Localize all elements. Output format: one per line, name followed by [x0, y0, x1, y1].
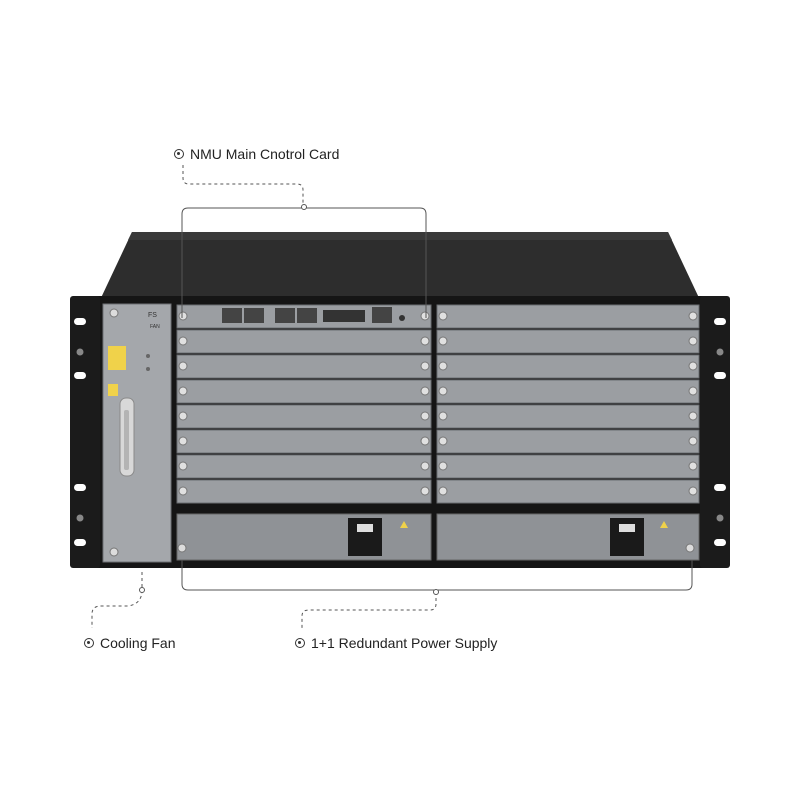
power-socket [348, 518, 382, 556]
thumbscrew-icon [688, 461, 698, 471]
thumbscrew-icon [178, 361, 188, 371]
thumbscrew-icon [178, 311, 188, 321]
slot-card [436, 379, 700, 404]
thumbscrew-icon [438, 436, 448, 446]
thumbscrew-icon [438, 461, 448, 471]
slot-card [436, 354, 700, 379]
thumbscrew-icon [438, 411, 448, 421]
fan-label: FAN [150, 324, 160, 330]
slot-card [436, 429, 700, 454]
thumbscrew-icon [420, 461, 430, 471]
thumbscrew-icon [420, 361, 430, 371]
power-supply-left [176, 513, 432, 561]
thumbscrew-icon [178, 386, 188, 396]
thumbscrew-icon [438, 336, 448, 346]
thumbscrew-icon [438, 361, 448, 371]
callout-cooling-fan: Cooling Fan [84, 635, 176, 651]
thumbscrew-icon [688, 336, 698, 346]
right-card-column [436, 304, 700, 504]
callout-nmu-main-control-card: NMU Main Cnotrol Card [174, 146, 339, 162]
nmu-leader [182, 165, 304, 205]
slot-card [436, 329, 700, 354]
slot-card [176, 329, 432, 354]
thumbscrew-icon [178, 411, 188, 421]
thumbscrew-icon [178, 336, 188, 346]
slot-card [176, 379, 432, 404]
chassis-top [100, 232, 700, 300]
slot-card [436, 479, 700, 504]
slot-card [176, 354, 432, 379]
thumbscrew-icon [420, 411, 430, 421]
thumbscrew-icon [420, 386, 430, 396]
thumbscrew-icon [438, 386, 448, 396]
brand-logo: FS [148, 312, 157, 319]
psu-leader [301, 592, 437, 628]
slot-card [176, 479, 432, 504]
thumbscrew-icon [420, 336, 430, 346]
warning-sticker [108, 384, 118, 396]
thumbscrew-icon [438, 311, 448, 321]
callout-fan-label: Cooling Fan [100, 635, 176, 651]
bullet-icon [174, 149, 184, 159]
bullet-icon [84, 638, 94, 648]
slot-card [176, 454, 432, 479]
warning-sticker [108, 346, 126, 370]
callout-nmu-label: NMU Main Cnotrol Card [190, 146, 340, 162]
slot-card [176, 429, 432, 454]
slot-card [176, 404, 432, 429]
leader-lines [91, 165, 693, 628]
slot-card [436, 304, 700, 329]
fan-leader [91, 572, 143, 628]
thumbscrew-icon [688, 361, 698, 371]
callout-redundant-power-supply: 1+1 Redundant Power Supply [295, 635, 497, 651]
thumbscrew-icon [178, 436, 188, 446]
fan-module [102, 303, 172, 563]
nmu-ports [222, 307, 405, 323]
thumbscrew-icon [420, 311, 430, 321]
power-supply-right [436, 513, 700, 561]
rack-ear-left [70, 296, 100, 568]
callout-psu-label: 1+1 Redundant Power Supply [311, 635, 498, 651]
thumbscrew-icon [688, 436, 698, 446]
slot-card [436, 454, 700, 479]
thumbscrew-icon [420, 486, 430, 496]
thumbscrew-icon [438, 486, 448, 496]
thumbscrew-icon [178, 486, 188, 496]
thumbscrew-icon [688, 411, 698, 421]
slot-card [436, 404, 700, 429]
thumbscrew-icon [688, 311, 698, 321]
thumbscrew-icon [688, 386, 698, 396]
power-socket [610, 518, 644, 556]
thumbscrew-icon [420, 436, 430, 446]
bullet-icon [295, 638, 305, 648]
thumbscrew-icon [178, 461, 188, 471]
rack-ear-right [700, 296, 730, 568]
thumbscrew-icon [688, 486, 698, 496]
